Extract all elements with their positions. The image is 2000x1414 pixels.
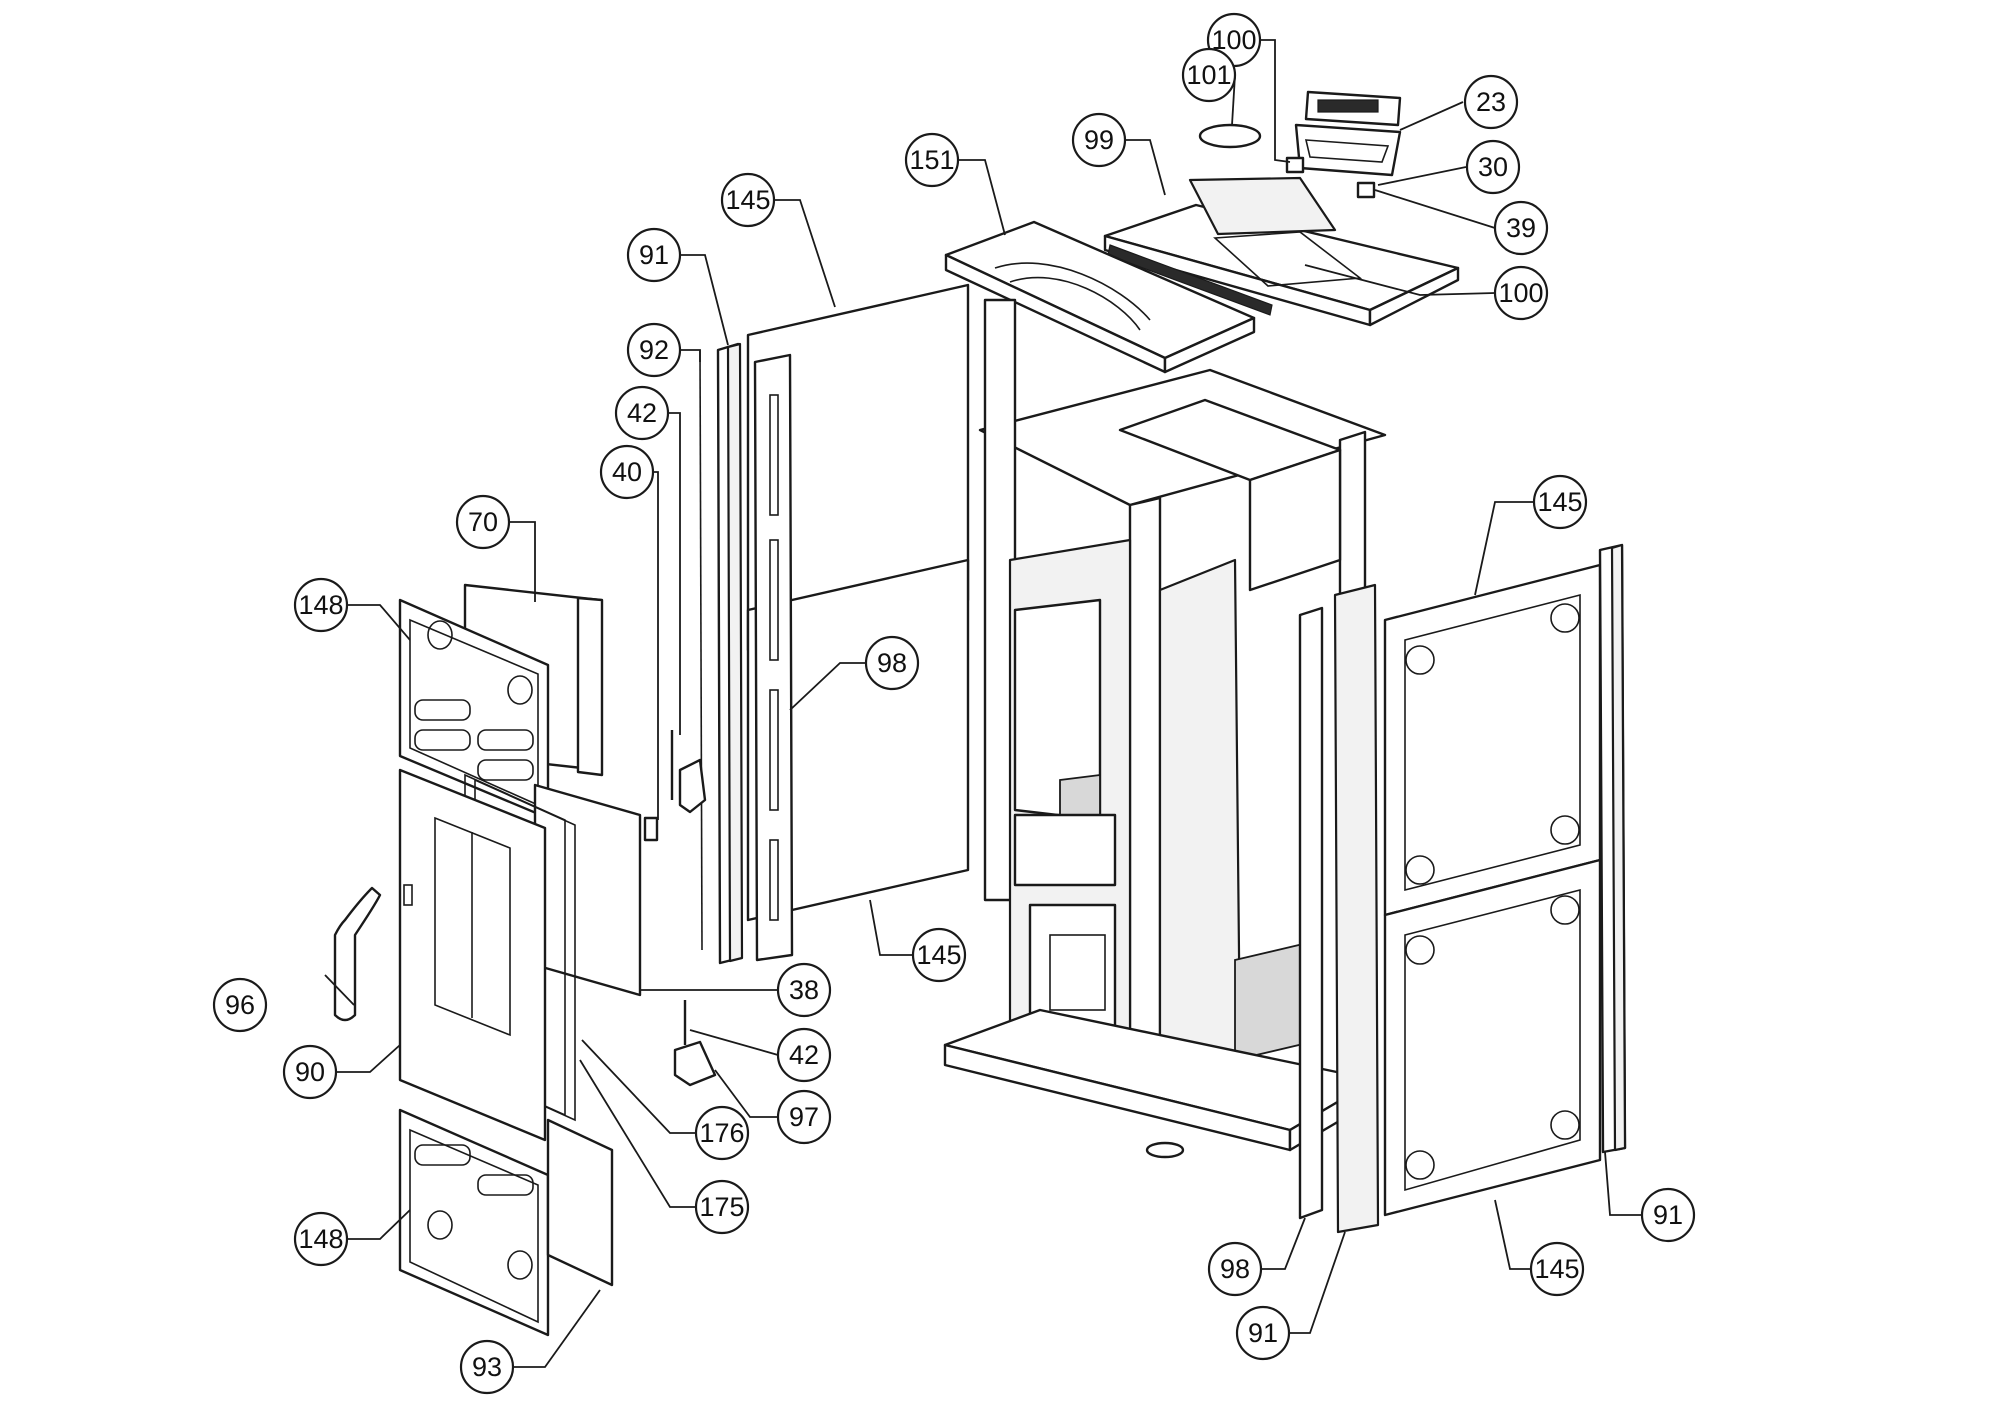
side-panel-left: [746, 283, 970, 922]
callout-number: 175: [699, 1192, 744, 1222]
bracket-100-upper: [1285, 156, 1305, 174]
callout-number: 148: [298, 1224, 343, 1254]
callout-96: 96: [212, 977, 268, 1033]
callout-number: 151: [909, 145, 954, 175]
callout-number: 145: [1534, 1254, 1579, 1284]
corner-profile-right: [1598, 543, 1627, 1154]
callout-98-left: 98: [864, 635, 920, 691]
callout-30: 30: [1465, 139, 1521, 195]
side-panel-right: [1383, 563, 1602, 1217]
callout-38: 38: [776, 962, 832, 1018]
corner-profile-left: [716, 342, 744, 965]
callout-number: 99: [1084, 125, 1114, 155]
callout-23: 23: [1463, 74, 1519, 130]
callout-number: 100: [1498, 278, 1543, 308]
callout-number: 70: [468, 507, 498, 537]
callout-number: 92: [639, 335, 669, 365]
callout-number: 23: [1476, 87, 1506, 117]
callout-98-right: 98: [1207, 1241, 1263, 1297]
callout-42-upper: 42: [614, 385, 670, 441]
top-panel-part: [1103, 176, 1460, 327]
callout-number: 145: [1537, 487, 1582, 517]
callout-number: 176: [699, 1118, 744, 1148]
callout-91-top-left: 91: [626, 227, 682, 283]
callout-number: 91: [639, 240, 669, 270]
callout-number: 39: [1506, 213, 1536, 243]
callout-number: 145: [725, 185, 770, 215]
callout-number: 98: [877, 648, 907, 678]
hinge-upper: [643, 730, 707, 842]
callout-145-right-upper: 145: [1532, 474, 1588, 530]
handle-tool: [333, 886, 382, 1022]
callout-151: 151: [904, 132, 960, 188]
callout-148-lower: 148: [293, 1211, 349, 1267]
vertical-profile-left: [753, 353, 794, 962]
callout-148-upper: 148: [293, 577, 349, 633]
callout-number: 98: [1220, 1254, 1250, 1284]
ceramic-panel-lower: [398, 1108, 550, 1337]
callout-number: 101: [1186, 60, 1231, 90]
callout-70: 70: [455, 494, 511, 550]
callout-175: 175: [694, 1179, 750, 1235]
callout-92: 92: [626, 322, 682, 378]
lower-back-plate: [546, 1118, 614, 1287]
callout-145-top-left: 145: [720, 172, 776, 228]
callout-40: 40: [599, 444, 655, 500]
callout-42-lower: 42: [776, 1027, 832, 1083]
callout-91-right: 91: [1640, 1187, 1696, 1243]
callout-number: 145: [916, 940, 961, 970]
callout-145-bottom-left: 145: [911, 927, 967, 983]
callout-97: 97: [776, 1089, 832, 1145]
callout-number: 97: [789, 1102, 819, 1132]
callout-number: 90: [295, 1057, 325, 1087]
front-profiles-right: [1298, 583, 1380, 1234]
leader-lines: [324, 39, 1642, 1368]
callout-number: 42: [627, 398, 657, 428]
hinge-lower: [673, 1040, 717, 1087]
callout-number: 96: [225, 990, 255, 1020]
callout-90: 90: [282, 1044, 338, 1100]
callout-39: 39: [1493, 200, 1549, 256]
callout-number: 40: [612, 457, 642, 487]
callout-100-lower: 100: [1493, 265, 1549, 321]
callout-99: 99: [1071, 112, 1127, 168]
control-panel-part: [1294, 90, 1402, 177]
callout-number: 91: [1248, 1318, 1278, 1348]
round-cover-plate: [1198, 123, 1262, 149]
ceramic-panel-upper: [398, 598, 550, 820]
callout-93: 93: [459, 1339, 515, 1395]
callout-number: 148: [298, 590, 343, 620]
callout-145-right-lower: 145: [1529, 1241, 1585, 1297]
rod-92: [699, 349, 703, 951]
bracket-39: [1356, 181, 1376, 199]
callout-number: 91: [1653, 1200, 1683, 1230]
door-frame: [398, 768, 547, 1142]
callout-91-bottom: 91: [1235, 1305, 1291, 1361]
callout-101: 101: [1181, 47, 1237, 103]
callout-number: 30: [1478, 152, 1508, 182]
callout-number: 93: [472, 1352, 502, 1382]
callout-number: 38: [789, 975, 819, 1005]
callout-number: 42: [789, 1040, 819, 1070]
callout-176: 176: [694, 1105, 750, 1161]
glass-panel: [533, 783, 642, 997]
